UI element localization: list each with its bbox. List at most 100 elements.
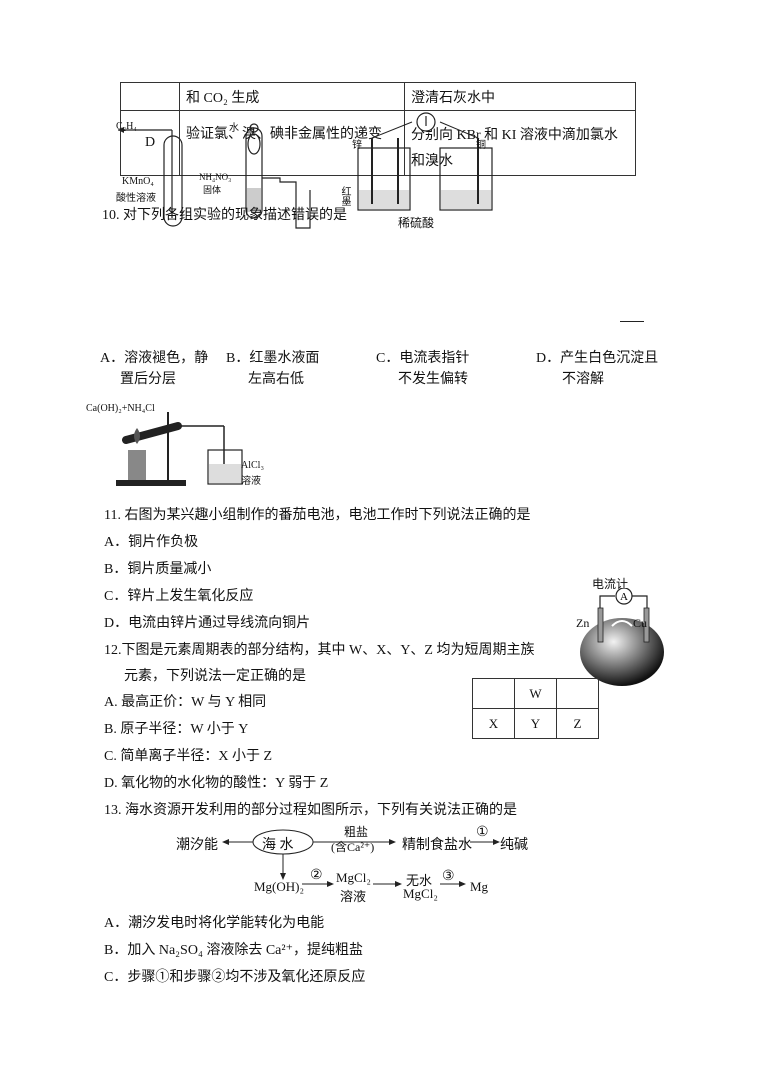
table-cell: 澄清石灰水中: [404, 82, 636, 111]
anhydrous-label-b: MgCl₂: [403, 886, 438, 901]
q10-stem: 10. 对下列各组实验的现象描述错误的是: [102, 208, 347, 223]
arrow-icon: [395, 881, 402, 887]
nh4no3-label: NH₄NO₃: [199, 172, 232, 182]
q12-option-b[interactable]: B. 原子半径：W 小于 Y: [104, 722, 249, 737]
test-tube: [245, 127, 263, 219]
arrow-icon: [222, 839, 229, 845]
option-text: 不发生偏转: [398, 372, 468, 387]
q12-stem-1: 12.下图是元素周期表的部分结构，其中 W、X、Y、Z 均为短周期主族: [104, 643, 535, 658]
svg-text:A: A: [620, 591, 628, 603]
dropping-funnel: [247, 133, 261, 155]
alcl3-label-b: 溶液: [241, 476, 261, 487]
beaker: [357, 147, 411, 211]
arrow-icon: [389, 839, 396, 845]
option-text: 左高右低: [248, 372, 304, 387]
option-text: A．溶液褪色，静: [100, 351, 209, 366]
tomato: [580, 618, 664, 686]
arrow-icon: [327, 881, 334, 887]
flame-icon: [134, 428, 140, 444]
crude-salt-label: 粗盐: [344, 825, 369, 839]
beaker: [439, 147, 493, 211]
blank-line: [620, 321, 644, 322]
q11-option-d[interactable]: D．电流由锌片通过导线流向铜片: [104, 616, 311, 631]
caoh-label: Ca(OH)₂+NH₄Cl: [86, 403, 155, 414]
q13-stem: 13. 海水资源开发利用的部分过程如图所示，下列有关说法正确的是: [104, 803, 517, 818]
mgcl2-solution-label-b: 溶液: [340, 889, 367, 904]
arrow-icon: [280, 873, 286, 880]
cell-line: 和溴水: [411, 154, 453, 169]
q10-option-c[interactable]: C．电流表指针 不发生偏转: [376, 348, 469, 390]
pt-cell: X: [472, 708, 515, 739]
option-text: D．产生白色沉淀且: [536, 351, 659, 366]
pt-cell: [472, 678, 515, 709]
table-cell: 和 CO₂ 生成: [179, 82, 405, 111]
top-table: 和 CO₂ 生成 澄清石灰水中 D 验证氯、溴、碘非金属性的递变 分别向 KBr…: [120, 82, 636, 176]
seawater-label: 海 水: [262, 838, 294, 853]
option-text: 不溶解: [562, 372, 604, 387]
zinc-strip: [597, 607, 604, 643]
ammeter-icon: [615, 588, 633, 605]
q12-option-c[interactable]: C. 简单离子半径：X 小于 Z: [104, 749, 272, 764]
c2h4-label: C₂H₄: [116, 121, 137, 132]
copper-strip: [643, 607, 650, 643]
burner: [128, 450, 146, 480]
seawater-flowchart: [222, 829, 500, 887]
anhydrous-label: 无水: [406, 873, 433, 888]
q12-option-a[interactable]: A. 最高正价：W 与 Y 相同: [104, 695, 267, 710]
option-text: C．电流表指针: [376, 351, 470, 366]
test-tube: [122, 422, 182, 444]
pt-cell: Y: [514, 708, 557, 739]
option-text: B．红墨水液面: [226, 351, 320, 366]
table-cell: 分别向 KBr 和 KI 溶液中滴加氯水 和溴水: [404, 110, 636, 176]
pt-cell: [556, 678, 599, 709]
q11-option-b[interactable]: B．铜片质量减小: [104, 562, 212, 577]
q11-option-a[interactable]: A．铜片作负极: [104, 535, 199, 550]
q12-option-d[interactable]: D. 氧化物的水化物的酸性：Y 弱于 Z: [104, 776, 329, 791]
q13-option-b[interactable]: B．加入 Na₂SO₄ 溶液除去 Ca²⁺，提纯粗盐: [104, 943, 363, 958]
red-ink-label: 红墨: [339, 186, 350, 206]
step-1-label: ①: [476, 825, 489, 840]
apparatus-figures: [118, 112, 493, 229]
cu-electrode-label: Cu: [633, 616, 648, 630]
arrow-icon: [493, 839, 500, 845]
q13-option-c[interactable]: C．步骤①和步骤②均不涉及氧化还原反应: [104, 970, 366, 985]
pt-cell: W: [514, 678, 557, 709]
beaker: [207, 449, 243, 485]
tidal-energy-label: 潮汐能: [176, 838, 218, 853]
zn-label: 锌: [352, 140, 362, 151]
table-cell: [120, 82, 180, 111]
arrow-icon: [459, 881, 466, 887]
refined-brine-label: 精制食盐水: [402, 838, 472, 853]
q10-option-d[interactable]: D．产生白色沉淀且 不溶解: [536, 348, 658, 390]
alcl3-label: AlCl₃: [241, 460, 264, 471]
ammeter-label: 电流计: [592, 577, 629, 591]
nh4no3-label-b: 固体: [203, 185, 222, 195]
step-2-label: ②: [310, 868, 323, 883]
dilute-acid-label: 稀硫酸: [398, 216, 435, 230]
table-cell: 验证氯、溴、碘非金属性的递变: [179, 110, 405, 176]
tomato-battery: A: [580, 588, 664, 686]
mgoh2-label: Mg(OH)₂: [254, 879, 305, 894]
q12-stem-2: 元素，下列说法一定正确的是: [124, 669, 306, 684]
stand-base: [116, 480, 186, 486]
q10-option-b[interactable]: B．红墨水液面 左高右低: [226, 348, 319, 390]
kmno4-label-b: 酸性溶液: [116, 193, 156, 204]
q11-option-c[interactable]: C．锌片上发生氧化反应: [104, 589, 254, 604]
q11-stem: 11. 右图为某兴趣小组制作的番茄电池，电池工作时下列说法正确的是: [104, 508, 531, 523]
option-text: 置后分层: [120, 372, 176, 387]
q13-option-a[interactable]: A．潮汐发电时将化学能转化为电能: [104, 916, 325, 931]
table-cell: D: [120, 110, 180, 176]
crude-salt-label-b: (含Ca²⁺): [331, 840, 375, 854]
arrow-icon: [118, 127, 124, 133]
mg-label: Mg: [470, 879, 489, 894]
pt-cell: Z: [556, 708, 599, 739]
u-tube: [262, 177, 311, 229]
kmno4-label: KMnO₄: [122, 176, 154, 187]
cu-label: 铜: [476, 140, 486, 151]
ammonia-apparatus: [116, 412, 243, 486]
q10-option-a[interactable]: A．溶液褪色，静 置后分层: [100, 348, 208, 390]
soda-ash-label: 纯碱: [500, 838, 528, 853]
periodic-table-fragment: W X Y Z: [472, 678, 599, 739]
mgcl2-solution-label: MgCl₂: [336, 870, 371, 885]
zn-electrode-label: Zn: [576, 616, 590, 630]
